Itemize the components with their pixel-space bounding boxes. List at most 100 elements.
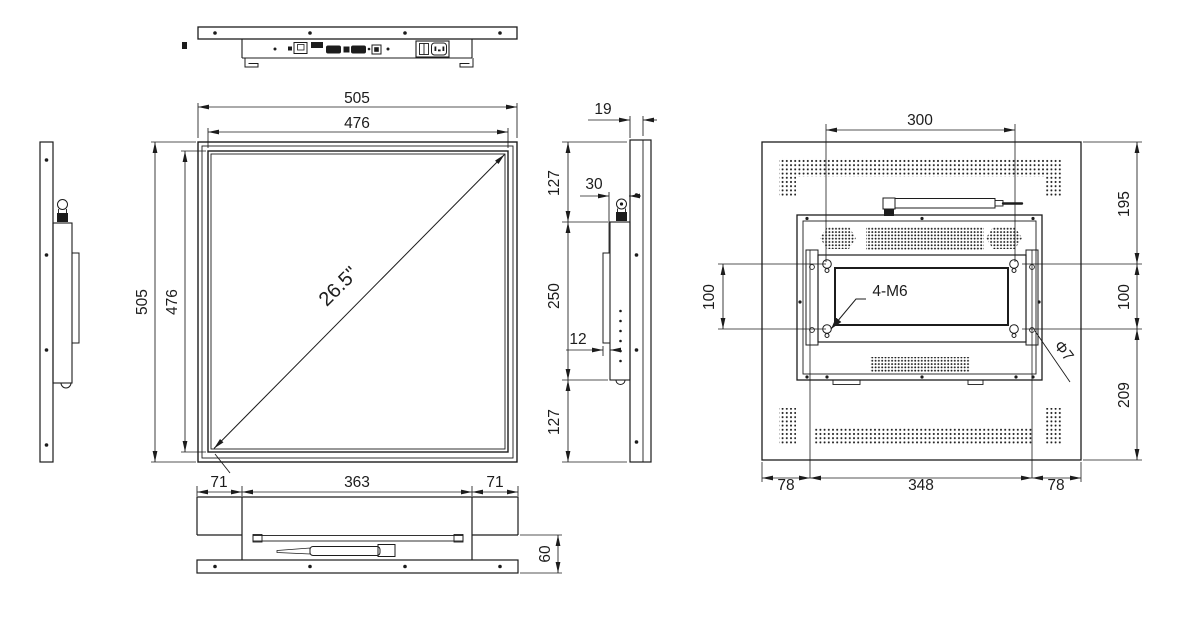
rear-enclosure-inner — [802, 220, 1037, 375]
right-side-view: 19 127 250 127 30 12 — [546, 101, 657, 463]
top-vent-left-leg — [779, 177, 796, 196]
small-port — [288, 46, 292, 51]
bottom-dimensions — [196, 486, 562, 574]
dim-bottom-center: 363 — [344, 474, 370, 491]
screw-dots — [213, 31, 502, 35]
top-vent-band — [779, 158, 1062, 177]
dim-rear-margin-right: 78 — [1047, 477, 1064, 494]
usb-port — [311, 42, 323, 48]
foot-tab-right — [967, 379, 984, 385]
dim-rear-mount-width: 300 — [907, 112, 933, 129]
antenna-elbow — [882, 197, 896, 210]
right-foot — [459, 58, 474, 68]
screw-dots — [213, 564, 502, 569]
ac-inlet — [431, 42, 447, 56]
dim-front-width-outer: 505 — [344, 90, 370, 107]
bracket-extension-lines — [809, 250, 1033, 478]
label-hole-diameter: Φ7 — [1050, 338, 1076, 365]
connector-port — [371, 44, 382, 55]
dim-front-height-inner: 476 — [164, 289, 181, 315]
bottom-bump — [60, 382, 72, 389]
slot-bar — [252, 535, 464, 542]
dim-rear-center: 348 — [908, 477, 934, 494]
screw-dots — [634, 193, 639, 444]
dim-bottom-left: 71 — [210, 474, 227, 491]
hole-leader — [1034, 330, 1071, 383]
bottom-vent-band — [813, 427, 1032, 445]
enclosure-bottom-vent — [870, 357, 970, 372]
front-bezel-line — [201, 145, 514, 459]
antenna-mount — [884, 209, 894, 216]
dim-side-top: 127 — [546, 170, 563, 196]
corner-leader — [214, 453, 231, 474]
left-side-enclosure — [52, 222, 73, 384]
enclosure-screws — [798, 216, 1041, 379]
slot-end-left — [252, 534, 263, 543]
dim-front-height-outer: 505 — [134, 289, 151, 315]
foot-tab-left — [832, 379, 861, 385]
bottom-view-panel — [196, 559, 519, 574]
side-dimensions — [562, 116, 657, 463]
front-outer-frame — [197, 141, 518, 463]
right-side-panel — [629, 139, 652, 463]
ac-pin — [438, 49, 441, 52]
rear-view: 300 195 100 209 100 78 348 78 4-M6 Φ7 — [701, 112, 1142, 494]
usb-port-2 — [343, 46, 350, 53]
antenna-tip — [616, 198, 627, 210]
bottom-vent-right-block — [1045, 408, 1062, 445]
dim-diagonal: 26.5" — [315, 263, 363, 311]
antenna-base — [616, 212, 627, 221]
bottom-bump — [615, 379, 626, 385]
antenna-body — [309, 546, 381, 556]
bottom-view-body — [196, 496, 519, 560]
rear-antenna — [882, 197, 1024, 216]
slot-end-right — [453, 534, 464, 543]
antenna-connector — [377, 544, 396, 557]
dim-rear-top: 195 — [1116, 191, 1133, 217]
speaker-vent-right — [986, 227, 1022, 249]
top-view-enclosure — [241, 39, 473, 59]
io-ports — [273, 40, 450, 58]
diagonal-arrow — [213, 154, 505, 449]
osd-buttons — [619, 309, 622, 363]
flange-holes — [809, 264, 1035, 333]
right-side-bracket-bar — [602, 252, 611, 344]
dim-side-step: 12 — [569, 331, 586, 348]
vent-perforations — [779, 158, 1062, 445]
antenna-base — [57, 213, 68, 222]
label-mount-thread: 4-M6 — [872, 283, 907, 300]
thread-leader — [830, 298, 866, 330]
dim-side-bottom: 127 — [546, 409, 563, 435]
bottom-view: 71 363 71 60 — [196, 474, 562, 574]
front-screen-inner — [210, 153, 506, 450]
screw-dot — [273, 47, 277, 51]
dim-rear-mount-height-left: 100 — [701, 284, 718, 310]
left-side-bracket-bar — [71, 252, 80, 344]
dim-rear-mount-height-right: 100 — [1116, 284, 1133, 310]
antenna-stem — [58, 209, 67, 213]
power-module — [415, 40, 450, 58]
enclosure-top-vent — [866, 227, 984, 250]
antenna-body — [894, 198, 996, 209]
ethernet-port-inner — [297, 44, 305, 51]
bottom-vent-left-block — [779, 408, 796, 445]
left-side-panel — [39, 141, 54, 463]
hdmi-port-1 — [326, 45, 341, 54]
dim-side-depth: 30 — [585, 176, 603, 193]
dim-side-thickness: 19 — [594, 101, 611, 118]
edge-tab — [182, 42, 187, 49]
rear-dimensions — [718, 124, 1142, 482]
right-side-enclosure — [609, 221, 631, 381]
dim-rear-margin-left: 78 — [777, 477, 794, 494]
audio-jack — [367, 47, 371, 51]
ethernet-port — [293, 42, 308, 54]
front-dimensions — [151, 103, 518, 463]
mount-plate — [817, 254, 1027, 343]
left-side-view — [39, 141, 80, 463]
antenna-tip — [57, 199, 68, 210]
front-view: 26.5" 505 476 505 476 — [134, 90, 518, 474]
antenna-tip-rod — [276, 547, 311, 555]
front-screen-outer — [207, 150, 509, 453]
speaker-vent-left — [820, 227, 856, 249]
